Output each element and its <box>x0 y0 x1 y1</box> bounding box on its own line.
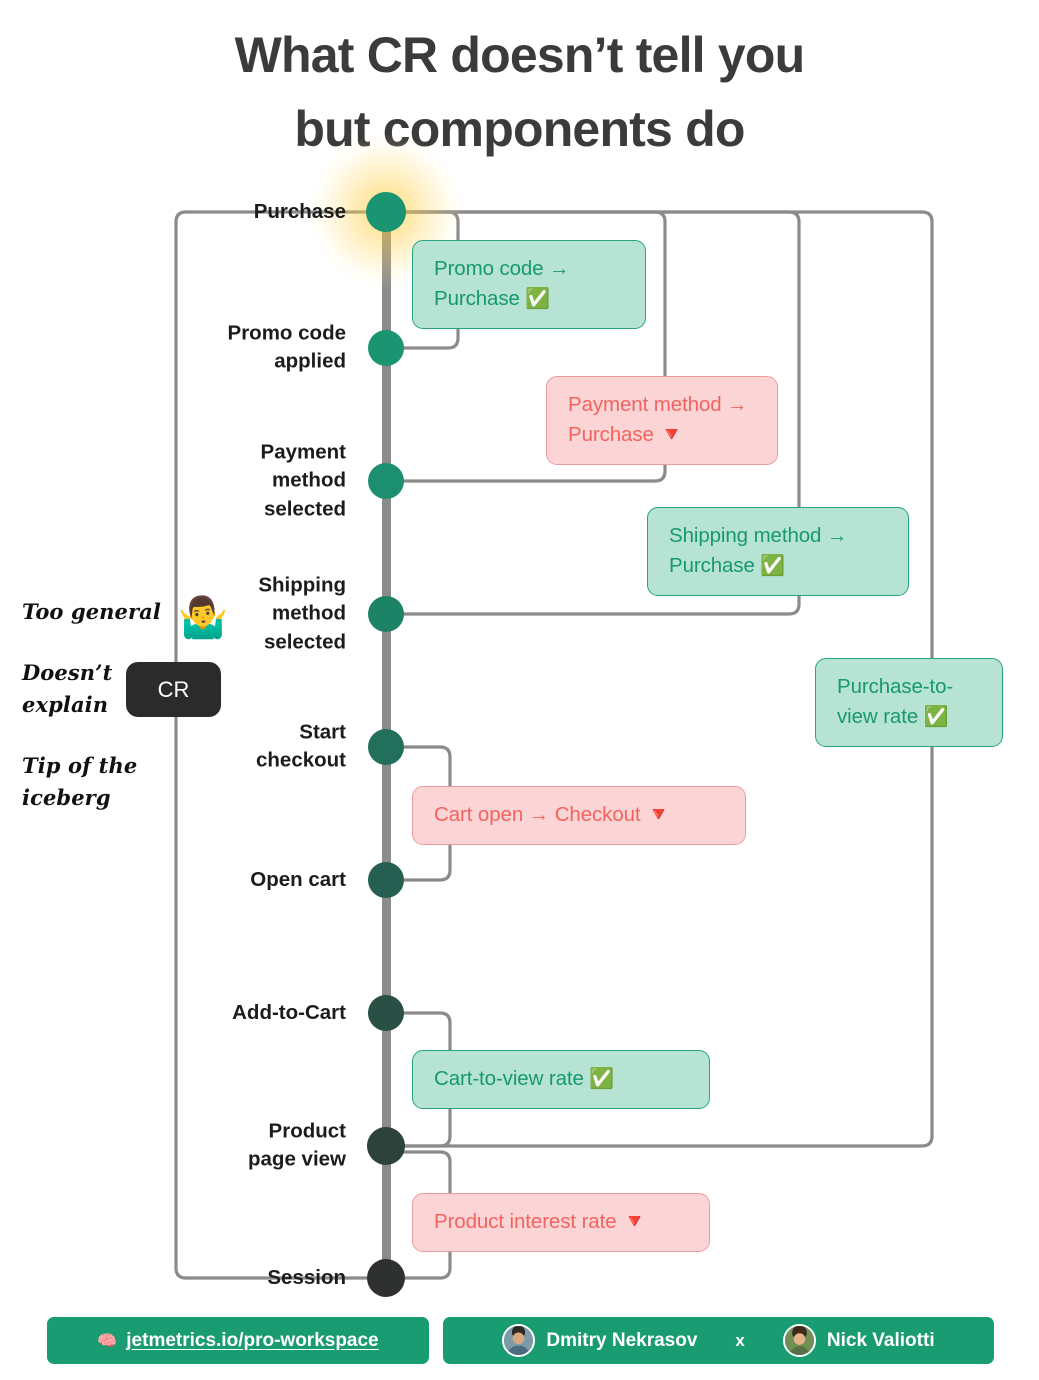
down-triangle-icon: 🔻 <box>622 1211 647 1233</box>
metric-card-product-interest[interactable]: Product interest rate 🔻 <box>412 1193 710 1252</box>
check-icon: ✅ <box>760 554 786 577</box>
metric-card-text: Promo code → Purchase <box>434 257 570 310</box>
funnel-node-3[interactable] <box>368 596 404 632</box>
avatar-nick <box>782 1324 816 1357</box>
metric-card-text: Shipping method → Purchase <box>669 524 848 577</box>
check-icon: ✅ <box>589 1068 615 1090</box>
funnel-step-label-0: Purchase <box>253 199 346 223</box>
metric-card-text: Purchase-to-view rate <box>837 675 954 728</box>
cr-badge-label: CR <box>157 676 190 702</box>
author-separator: x <box>735 1330 745 1350</box>
author-dmitry: Dmitry Nekrasov <box>502 1324 697 1357</box>
funnel-node-7[interactable] <box>367 1127 405 1165</box>
metric-card-purchase-to-view[interactable]: Purchase-to-view rate ✅ <box>815 658 1003 747</box>
down-triangle-icon: 🔻 <box>659 423 685 446</box>
funnel-node-5[interactable] <box>368 862 404 898</box>
footer-authors-bar: Dmitry Nekrasov x Nick Valiotti <box>443 1317 994 1364</box>
funnel-node-2[interactable] <box>368 463 404 499</box>
cr-badge: CR <box>126 662 221 717</box>
metric-card-text: Cart-to-view rate <box>434 1067 590 1090</box>
funnel-node-8[interactable] <box>367 1259 405 1297</box>
title-line-1: What CR doesn’t tell you <box>234 27 806 83</box>
funnel-node-1[interactable] <box>368 330 404 366</box>
check-icon: ✅ <box>923 705 949 728</box>
metric-card-cart-to-view[interactable]: Cart-to-view rate ✅ <box>412 1050 710 1109</box>
author-nick: Nick Valiotti <box>782 1324 935 1357</box>
metric-card-payment-purchase[interactable]: Payment method → Purchase 🔻 <box>546 376 778 465</box>
avatar-dmitry <box>502 1324 536 1357</box>
shrug-emoji: 🤷‍♂️ <box>178 596 228 640</box>
funnel-node-0[interactable] <box>366 192 406 232</box>
funnel-step-label-6: Add-to-Cart <box>232 1000 346 1024</box>
handwritten-note-1: Doesn’t explain <box>22 660 113 717</box>
funnel-node-4[interactable] <box>368 729 404 765</box>
footer-link-button[interactable]: 🧠 jetmetrics.io/pro-workspace <box>47 1317 429 1364</box>
wire-purchase-session <box>174 210 388 1280</box>
metric-card-text: Cart open → Checkout <box>434 803 647 826</box>
funnel-node-6[interactable] <box>368 995 404 1031</box>
page-title: What CR doesn’t tell you but components … <box>0 18 1039 166</box>
check-icon: ✅ <box>525 287 551 310</box>
metric-card-text: Payment method → Purchase <box>568 393 748 446</box>
down-triangle-icon: 🔻 <box>646 804 671 826</box>
brain-icon: 🧠 <box>97 1332 118 1350</box>
metric-card-cart-checkout[interactable]: Cart open → Checkout 🔻 <box>412 786 746 845</box>
handwritten-note-2: Tip of the iceberg <box>22 753 138 810</box>
footer-link-text[interactable]: jetmetrics.io/pro-workspace <box>126 1329 379 1351</box>
footer: 🧠 jetmetrics.io/pro-workspace Dmitry Nek… <box>47 1317 994 1364</box>
metric-card-text: Product interest rate <box>434 1210 623 1233</box>
funnel-step-label-5: Open cart <box>250 867 346 891</box>
metric-card-shipping-purchase[interactable]: Shipping method → Purchase ✅ <box>647 507 909 596</box>
funnel-step-label-8: Session <box>267 1265 346 1289</box>
author-name-dmitry: Dmitry Nekrasov <box>546 1329 698 1351</box>
metric-card-promo-purchase[interactable]: Promo code → Purchase ✅ <box>412 240 646 329</box>
author-name-nick: Nick Valiotti <box>826 1329 935 1351</box>
handwritten-note-0: Too general <box>22 599 161 624</box>
